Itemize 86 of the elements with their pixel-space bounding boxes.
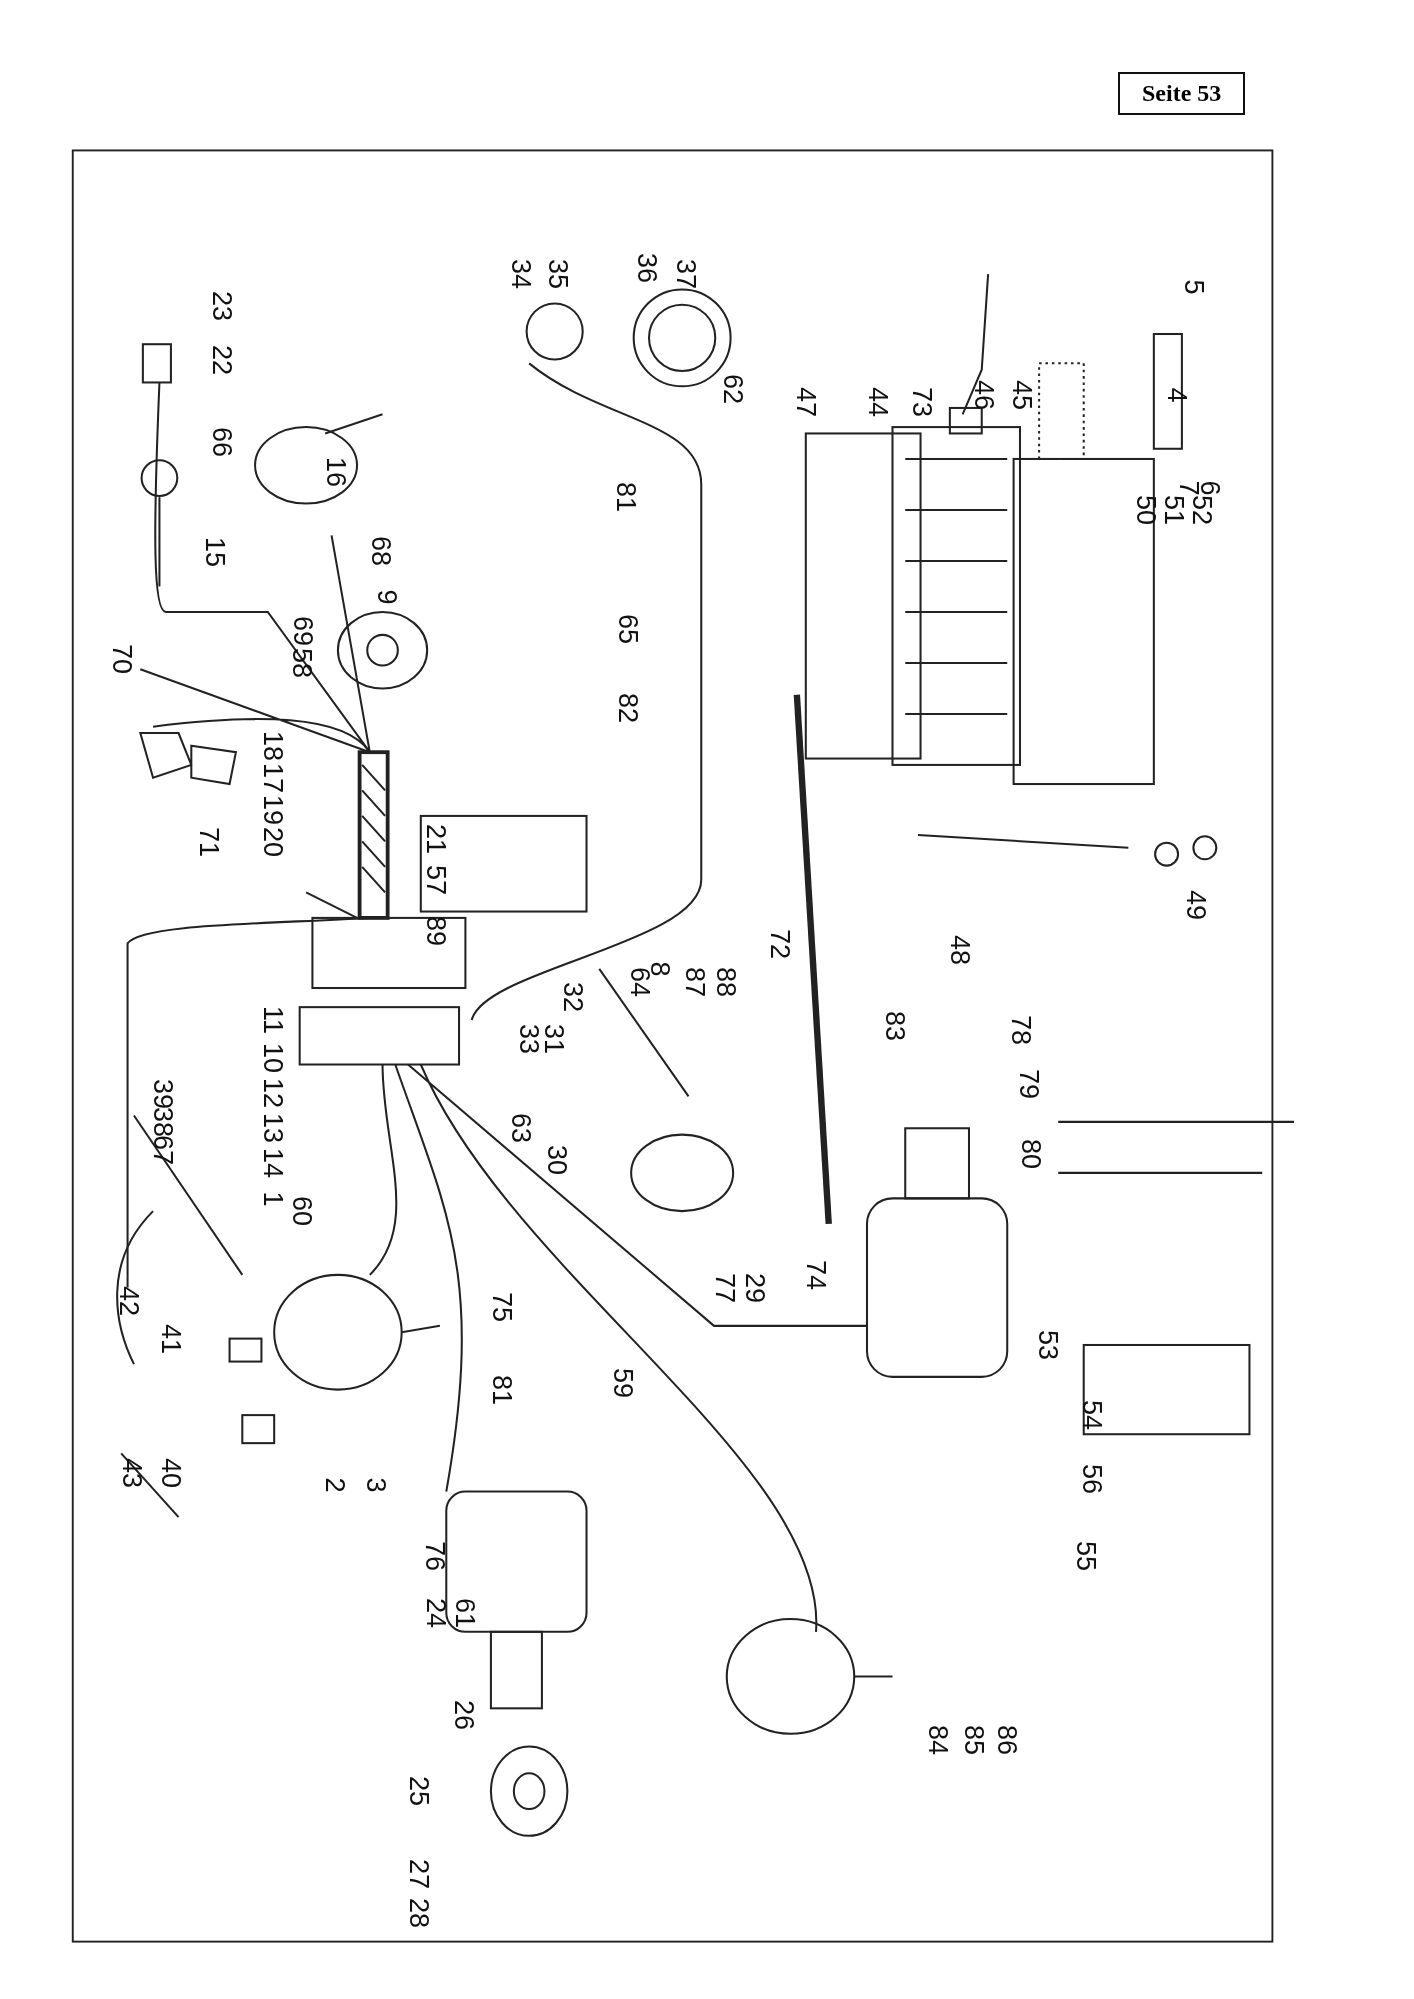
callout-number: 1 bbox=[258, 1191, 286, 1207]
callout-number: 28 bbox=[404, 1897, 432, 1928]
callout-number: 46 bbox=[969, 380, 997, 411]
callout-number: 54 bbox=[1077, 1400, 1105, 1431]
callout-number: 89 bbox=[421, 915, 449, 946]
callout-number: 22 bbox=[207, 344, 235, 375]
callout-number: 19 bbox=[258, 794, 286, 825]
callout-number: 44 bbox=[863, 386, 891, 417]
callout-number: 84 bbox=[923, 1725, 951, 1756]
callout-number: 61 bbox=[450, 1597, 478, 1628]
callout-number: 65 bbox=[613, 613, 641, 644]
callout-number: 51 bbox=[1159, 495, 1187, 525]
callout-number: 60 bbox=[287, 1196, 315, 1227]
callout-number: 52 bbox=[1187, 495, 1215, 525]
callout-number: 88 bbox=[712, 966, 739, 997]
callout-number: 55 bbox=[1071, 1540, 1099, 1571]
callout-number: 33 bbox=[514, 1024, 542, 1055]
callout-number: 71 bbox=[194, 826, 222, 857]
callout-number: 12 bbox=[258, 1077, 286, 1108]
callout-number: 31 bbox=[539, 1024, 567, 1055]
callout-number: 59 bbox=[608, 1368, 636, 1399]
callout-number: 83 bbox=[880, 1011, 908, 1042]
callout-number: 32 bbox=[559, 982, 586, 1013]
callout-number: 69 bbox=[288, 616, 316, 647]
callout-number: 15 bbox=[200, 537, 228, 568]
callout-number: 9 bbox=[372, 589, 400, 605]
callout-number: 74 bbox=[801, 1260, 829, 1291]
callout-number: 77 bbox=[710, 1272, 738, 1303]
callout-number: 79 bbox=[1014, 1068, 1042, 1099]
callout-number: 14 bbox=[258, 1147, 286, 1178]
callout-number: 68 bbox=[366, 535, 394, 566]
callout-number: 75 bbox=[487, 1291, 515, 1322]
callout-number: 36 bbox=[632, 252, 660, 283]
callout-number: 58 bbox=[287, 648, 315, 678]
callout-number: 48 bbox=[945, 934, 973, 965]
callout-number: 81 bbox=[487, 1374, 515, 1405]
callout-number: 50 bbox=[1131, 495, 1159, 525]
callout-number: 13 bbox=[258, 1113, 286, 1144]
callout-number: 66 bbox=[207, 427, 235, 458]
callout-number: 53 bbox=[1033, 1330, 1061, 1361]
callout-number: 45 bbox=[1007, 380, 1035, 411]
callout-number: 87 bbox=[680, 966, 708, 997]
callout-number: 4 bbox=[1162, 387, 1190, 403]
callout-number: 40 bbox=[156, 1457, 184, 1488]
callout-number: 34 bbox=[506, 259, 534, 290]
callout-number: 41 bbox=[156, 1323, 184, 1354]
callout-number: 42 bbox=[114, 1285, 141, 1316]
callout-number: 86 bbox=[992, 1725, 1020, 1756]
callout-number: 18 bbox=[258, 730, 286, 761]
callout-number: 56 bbox=[1077, 1464, 1105, 1495]
callout-number: 57 bbox=[421, 864, 449, 895]
callout-number: 63 bbox=[506, 1113, 534, 1144]
callout-number: 35 bbox=[543, 259, 571, 290]
callout-number: 10 bbox=[258, 1043, 286, 1074]
callout-number: 27 bbox=[404, 1859, 432, 1890]
callout-number: 70 bbox=[107, 644, 135, 675]
callout-number: 73 bbox=[907, 386, 935, 417]
callout-number: 43 bbox=[117, 1457, 145, 1488]
callout-number: 76 bbox=[420, 1540, 447, 1571]
callout-number: 85 bbox=[959, 1725, 987, 1756]
callout-number: 5 bbox=[1179, 279, 1207, 295]
callout-number: 26 bbox=[449, 1699, 477, 1730]
callout-number: 78 bbox=[1006, 1015, 1034, 1046]
callout-number: 23 bbox=[207, 291, 235, 321]
callout-number: 3 bbox=[361, 1477, 389, 1493]
callout-number: 49 bbox=[1181, 890, 1209, 921]
callout-number: 20 bbox=[258, 826, 286, 857]
callout-number: 81 bbox=[611, 482, 639, 513]
callout-number: 25 bbox=[404, 1776, 432, 1807]
callout-number: 39 bbox=[148, 1078, 176, 1109]
callout-number: 82 bbox=[613, 692, 641, 723]
callout-number: 11 bbox=[258, 1006, 286, 1035]
callout-number: 30 bbox=[542, 1145, 570, 1176]
callout-number: 72 bbox=[765, 928, 793, 959]
callout-number: 24 bbox=[421, 1597, 449, 1628]
callout-number: 80 bbox=[1016, 1138, 1044, 1169]
callout-number: 62 bbox=[718, 373, 746, 404]
callout-number: 47 bbox=[791, 386, 819, 417]
callout-number: 2 bbox=[320, 1477, 348, 1493]
callout-number: 29 bbox=[740, 1272, 768, 1303]
callout-number: 17 bbox=[258, 762, 286, 793]
callout-number: 67 bbox=[148, 1135, 176, 1166]
page-number: Seite 53 bbox=[1118, 72, 1246, 115]
callout-number: 21 bbox=[421, 823, 449, 854]
callout-number: 16 bbox=[321, 456, 349, 487]
callout-number: 37 bbox=[671, 259, 699, 290]
